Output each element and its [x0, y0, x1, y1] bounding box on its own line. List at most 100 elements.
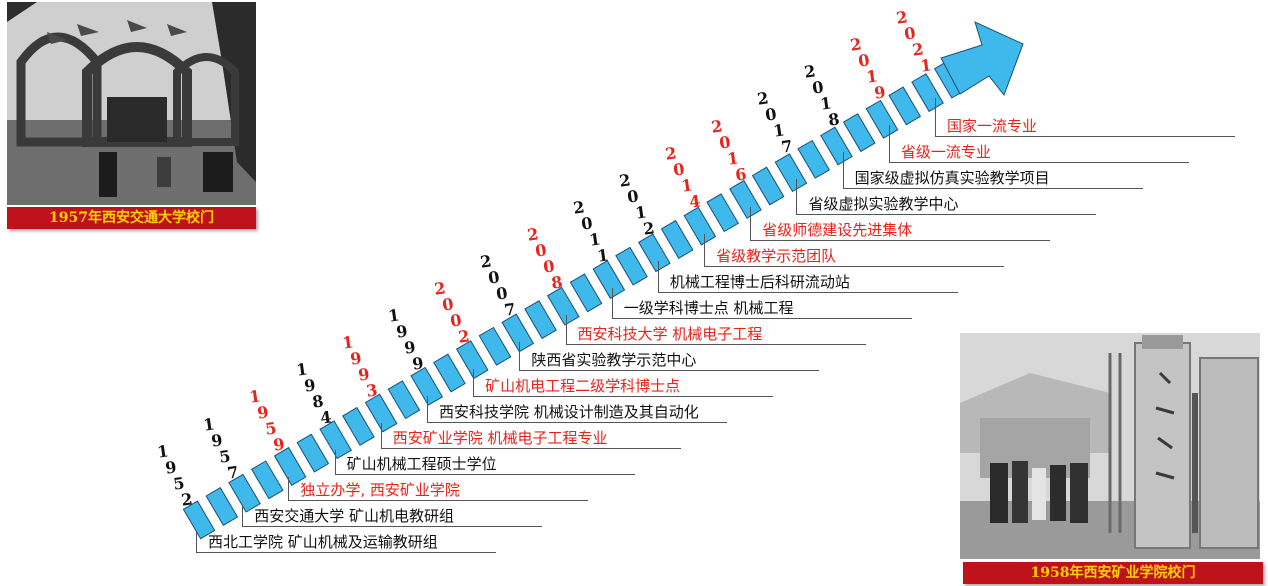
milestone-connector [796, 179, 798, 214]
milestone-event: 西安科技大学 机械电子工程 [577, 325, 763, 343]
milestone-underline [242, 526, 543, 527]
arrow-segment [638, 233, 671, 273]
milestone-connector [888, 125, 890, 162]
milestone-underline [334, 474, 635, 475]
gate-photo-image [960, 333, 1260, 559]
milestone-event: 西安科技学院 机械设计制造及其自动化 [438, 403, 699, 421]
milestone-underline [288, 500, 589, 501]
milestone-underline [842, 188, 1143, 189]
milestone-connector [426, 396, 428, 422]
milestone-connector [334, 450, 336, 474]
milestone-event: 国家一流专业 [947, 117, 1038, 135]
arrow-segment [387, 380, 421, 420]
arrow-segment [478, 326, 512, 366]
milestone-underline [657, 292, 958, 293]
arrow-segment [433, 353, 466, 393]
milestone-year-digit: 3 [364, 380, 379, 401]
arrow-segment [592, 260, 626, 299]
milestone-underline [750, 240, 1051, 241]
arrow-segment [182, 500, 216, 540]
arrow-segment [797, 139, 831, 179]
photo-1957-gate [7, 2, 256, 205]
arrow-segment [524, 300, 557, 340]
milestone-event: 省级虚拟实验教学中心 [808, 195, 959, 213]
arrow-segment [865, 99, 899, 139]
arrow-segment [615, 246, 648, 286]
milestone-connector [750, 206, 752, 240]
milestone-underline [565, 344, 866, 345]
milestone-year-digit: 2 [641, 218, 656, 239]
milestone-underline [196, 552, 496, 553]
arrow-segment [205, 487, 239, 526]
milestone-event: 省级师德建设先进集体 [762, 221, 913, 239]
milestone-event: 陕西省实验教学示范中心 [531, 351, 697, 369]
arrow-segment [683, 206, 717, 246]
arrow-segment [501, 313, 535, 353]
arrow-segment [364, 393, 398, 433]
milestone-connector [657, 260, 659, 292]
milestone-event: 机械工程博士后科研流动站 [669, 273, 850, 291]
arrow-segment [455, 340, 489, 380]
gate-photo-image [7, 2, 256, 205]
milestone-underline [888, 162, 1189, 163]
milestone-year-digit: 1 [595, 245, 610, 266]
milestone-year-digit: 4 [318, 407, 333, 429]
milestone-underline [796, 214, 1097, 215]
milestone-connector [288, 477, 290, 500]
milestone-underline [473, 396, 774, 397]
photo-1958-gate [960, 333, 1260, 559]
milestone-year-digit: 7 [780, 136, 795, 158]
milestone-event: 一级学科博士点 机械工程 [623, 299, 794, 317]
milestone-year-digit: 8 [826, 109, 841, 131]
milestone-year-digit: 1 [919, 55, 933, 76]
milestone-year-digit: 7 [226, 461, 240, 483]
milestone-event: 矿山机械工程硕士学位 [346, 455, 497, 473]
milestone-connector [704, 233, 706, 266]
milestone-year-digit: 2 [457, 326, 471, 347]
milestone-underline [935, 136, 1235, 137]
milestone-year-digit: 9 [411, 353, 425, 374]
milestone-event: 矿山机电工程二级学科博士点 [485, 377, 681, 395]
milestone-event: 西安交通大学 矿山机电教研组 [254, 507, 454, 525]
arrow-segment [820, 126, 853, 166]
arrow-segment [660, 219, 694, 259]
arrow-segment [751, 166, 785, 206]
milestone-year-digit: 8 [549, 272, 564, 293]
milestone-connector [842, 152, 844, 188]
milestone-connector [565, 314, 567, 344]
arrow-segment [251, 460, 284, 500]
milestone-year-digit: 9 [272, 434, 287, 456]
arrow-segment [729, 179, 762, 219]
milestone-year-digit: 9 [872, 82, 887, 103]
arrow-head [940, 21, 1024, 97]
arrow-segment [228, 473, 261, 513]
milestone-connector [519, 342, 521, 370]
milestone-connector [611, 287, 613, 318]
milestone-year-digit: 7 [503, 299, 518, 320]
arrow-segment [296, 433, 330, 473]
milestone-connector [473, 369, 475, 396]
milestone-year-digit: 2 [180, 488, 194, 510]
arrow-segment [774, 153, 808, 193]
milestone-connector [380, 423, 382, 448]
milestone-connector [242, 504, 244, 526]
arrow-segment [342, 406, 375, 446]
milestone-connector [935, 98, 936, 136]
arrow-segment [273, 446, 307, 486]
arrow-segment [842, 113, 876, 153]
milestone-underline [611, 318, 912, 319]
arrow-segment [911, 73, 944, 113]
milestone-event: 国家级虚拟仿真实验教学项目 [854, 169, 1050, 187]
photo-caption-1957: 1957年西安交通大学校门 [7, 207, 256, 229]
milestone-event: 省级教学示范团队 [716, 247, 837, 265]
arrow-segment [546, 286, 580, 326]
milestone-underline [519, 370, 820, 371]
milestone-year-digit: 4 [688, 190, 702, 212]
arrow-segment [888, 86, 922, 126]
milestone-event: 独立办学, 西安矿业学院 [300, 481, 460, 499]
arrow-segment [319, 420, 352, 460]
milestone-underline [380, 448, 681, 449]
milestone-event: 西北工学院 矿山机械及运输教研组 [208, 533, 438, 551]
photo-caption-1958: 1958年西安矿业学院校门 [963, 562, 1263, 584]
